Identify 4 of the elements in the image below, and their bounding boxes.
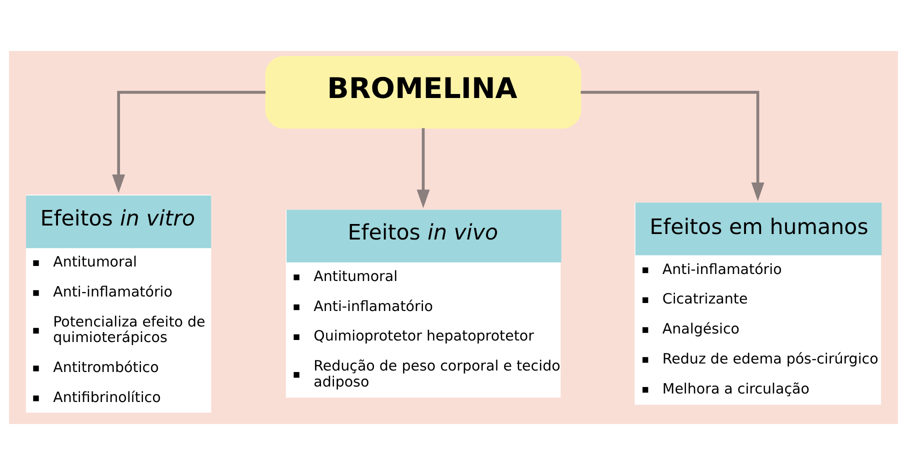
arrow [580, 90, 764, 201]
arrow [416, 128, 430, 208]
arrow [112, 90, 266, 193]
node-box: BROMELINA [265, 55, 582, 128]
